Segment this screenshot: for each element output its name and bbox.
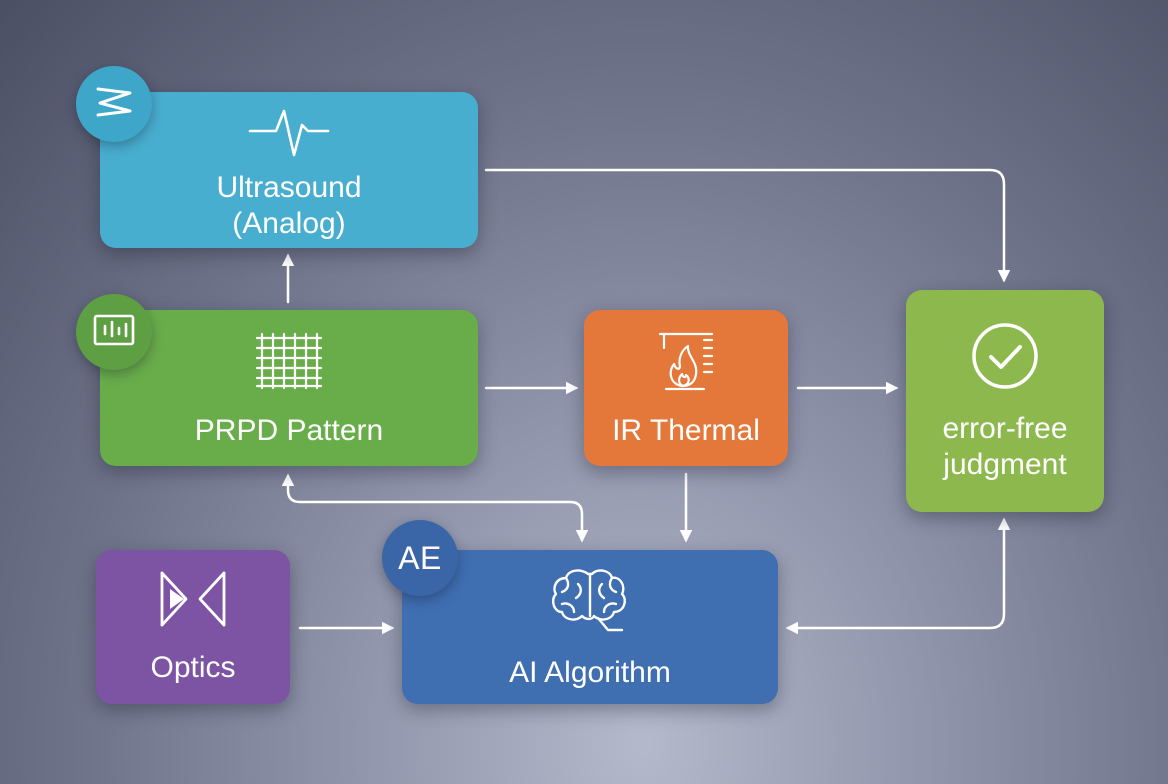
grid-icon [254, 328, 324, 399]
prpd-badge [76, 294, 152, 370]
ultrasound-badge [76, 66, 152, 142]
brain-icon [548, 564, 632, 643]
flame-icon [654, 328, 718, 399]
error-free-judgment-node: error-free judgment [906, 290, 1104, 512]
edge-ai-judgment-bidirectional [785, 517, 1011, 635]
ir-thermal-node: IR Thermal [584, 310, 788, 466]
zigzag-icon [92, 83, 136, 126]
optics-label: Optics [150, 650, 236, 684]
ir-thermal-label: IR Thermal [612, 413, 760, 447]
optics-node: Optics [96, 550, 290, 704]
prpd-pattern-label: PRPD Pattern [194, 413, 384, 447]
ae-badge: AE [382, 520, 458, 596]
ultrasound-label: Ultrasound (Analog) [216, 170, 362, 240]
oscilloscope-icon [91, 312, 137, 353]
ai-algorithm-label: AI Algorithm [509, 655, 671, 689]
ae-badge-label: AE [398, 539, 442, 576]
edge-prpd-ai-bidirectional [281, 473, 589, 543]
error-free-judgment-label: error-free judgment [942, 411, 1068, 481]
waveform-icon [246, 99, 332, 168]
edge-ultrasound-to-judgment [484, 168, 1011, 283]
ultrasound-node: Ultrasound (Analog) [100, 92, 478, 248]
check-circle-icon [969, 320, 1041, 397]
ai-algorithm-node: AI Algorithm [402, 550, 778, 704]
prpd-pattern-node: PRPD Pattern [100, 310, 478, 466]
optics-icon [156, 569, 230, 634]
